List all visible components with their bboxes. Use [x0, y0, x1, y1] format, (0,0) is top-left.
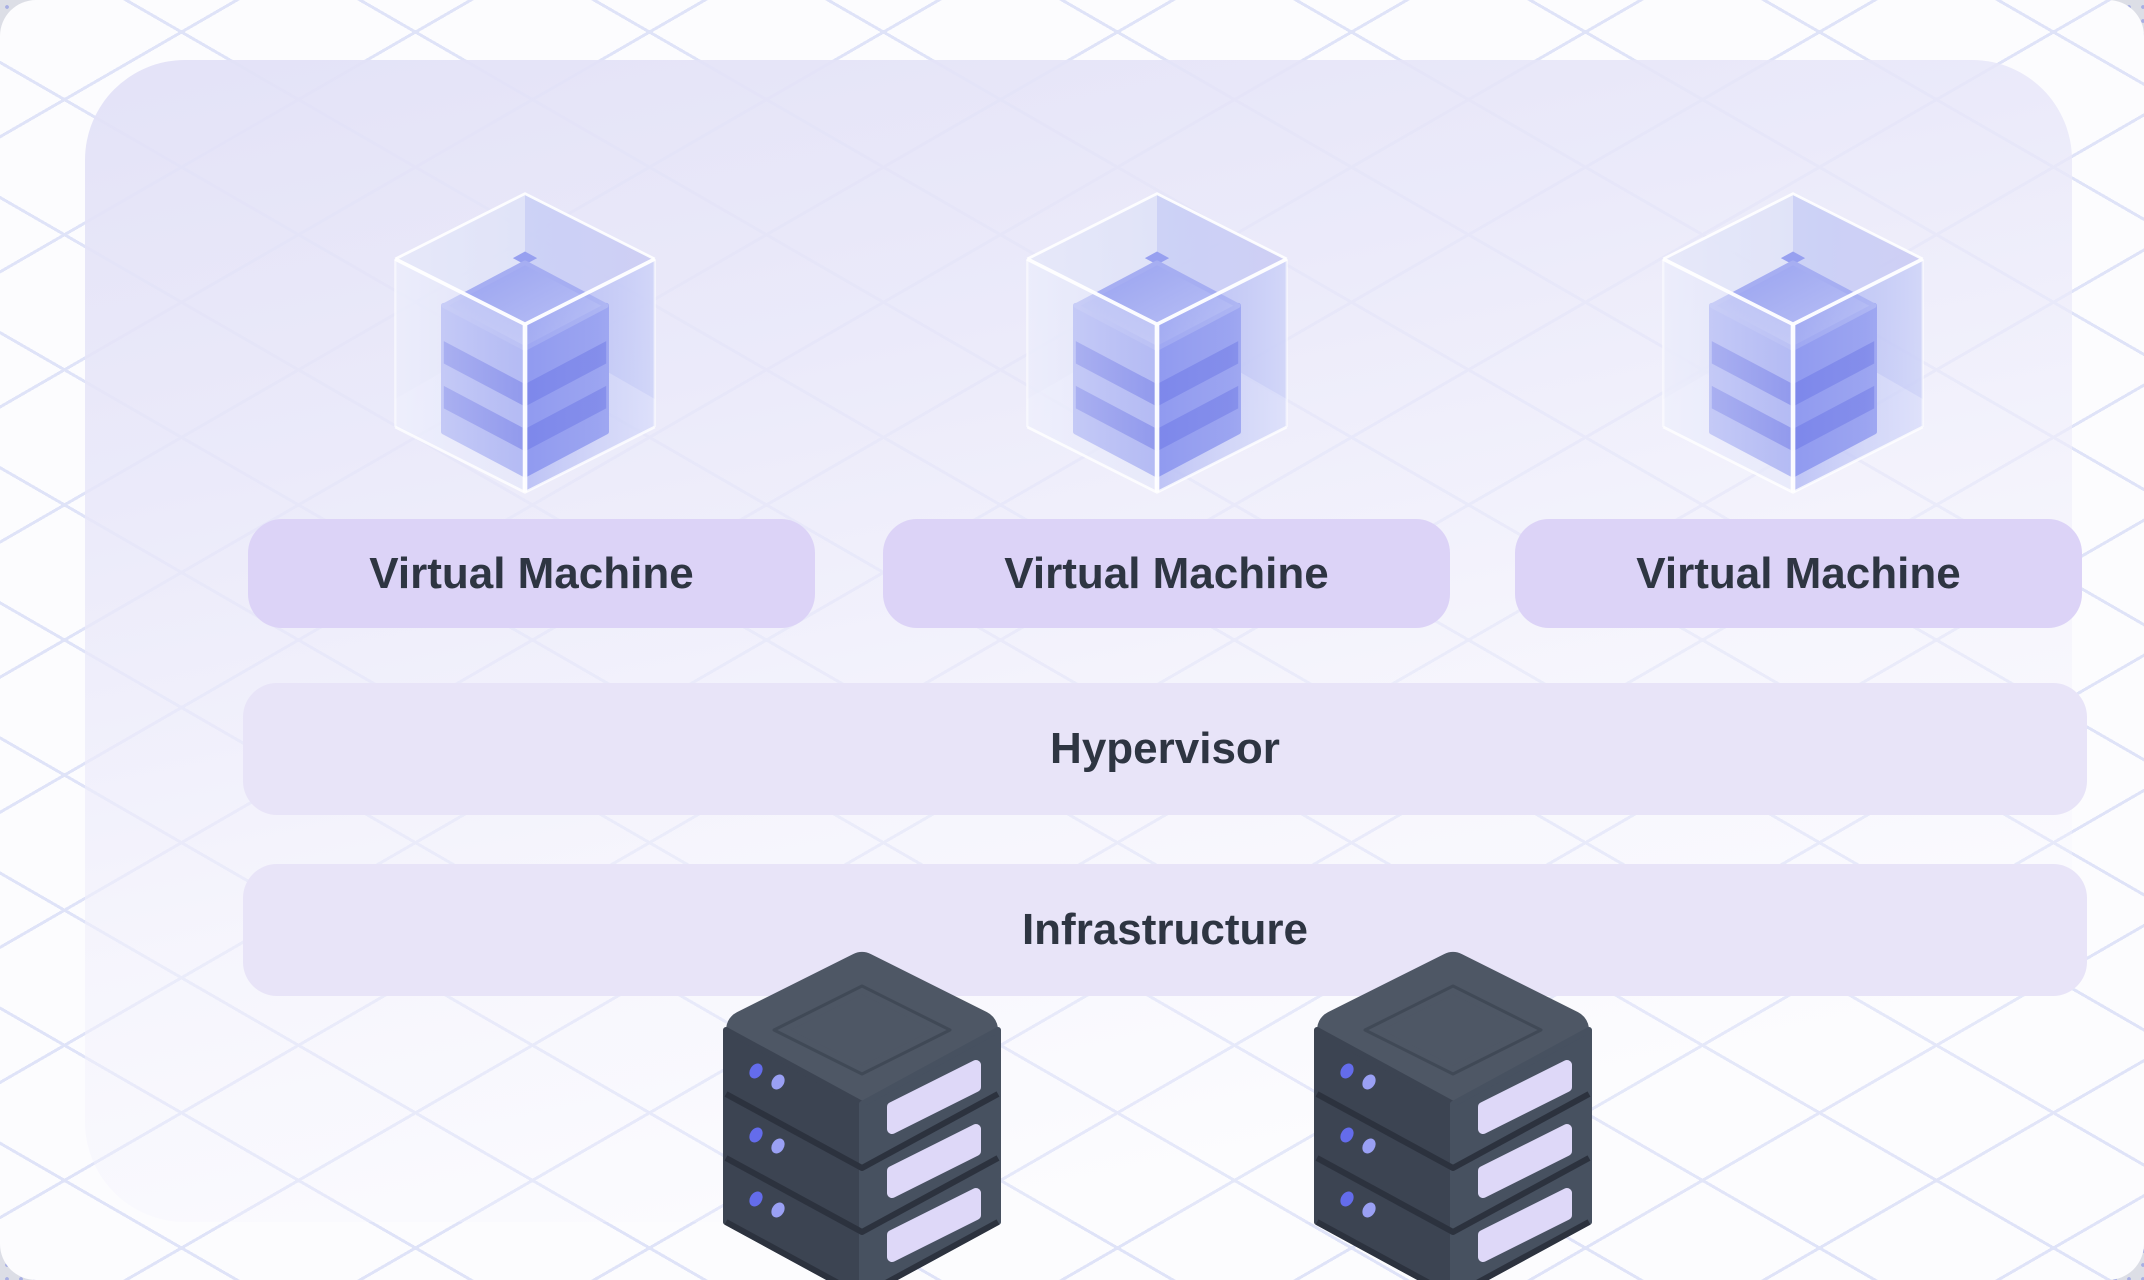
infrastructure-label: Infrastructure	[1021, 905, 1309, 954]
server-stack-icon	[1314, 952, 1592, 1280]
vm-label-pill: Virtual Machine	[1515, 519, 2082, 628]
vm-cube-icon	[394, 192, 656, 494]
server-stack-icon	[723, 952, 1001, 1280]
vm-label: Virtual Machine	[1636, 548, 1961, 598]
hypervisor-label: Hypervisor	[1050, 724, 1280, 773]
virtualization-diagram-card: Virtual Machine Virtual Machine Virtual …	[85, 60, 2087, 1280]
vm-label: Virtual Machine	[1004, 548, 1329, 598]
vm-label-pill: Virtual Machine	[883, 519, 1450, 628]
hypervisor-layer-bar: Hypervisor	[243, 683, 2087, 815]
server-unit	[723, 952, 1001, 1171]
vm-label: Virtual Machine	[369, 548, 694, 598]
vm-cube-icon	[1662, 192, 1924, 494]
vm-label-pill: Virtual Machine	[248, 519, 815, 628]
infrastructure-layer-bar: Infrastructure	[243, 864, 2087, 996]
vm-cube-icon	[1026, 192, 1288, 494]
server-unit	[1314, 952, 1592, 1171]
